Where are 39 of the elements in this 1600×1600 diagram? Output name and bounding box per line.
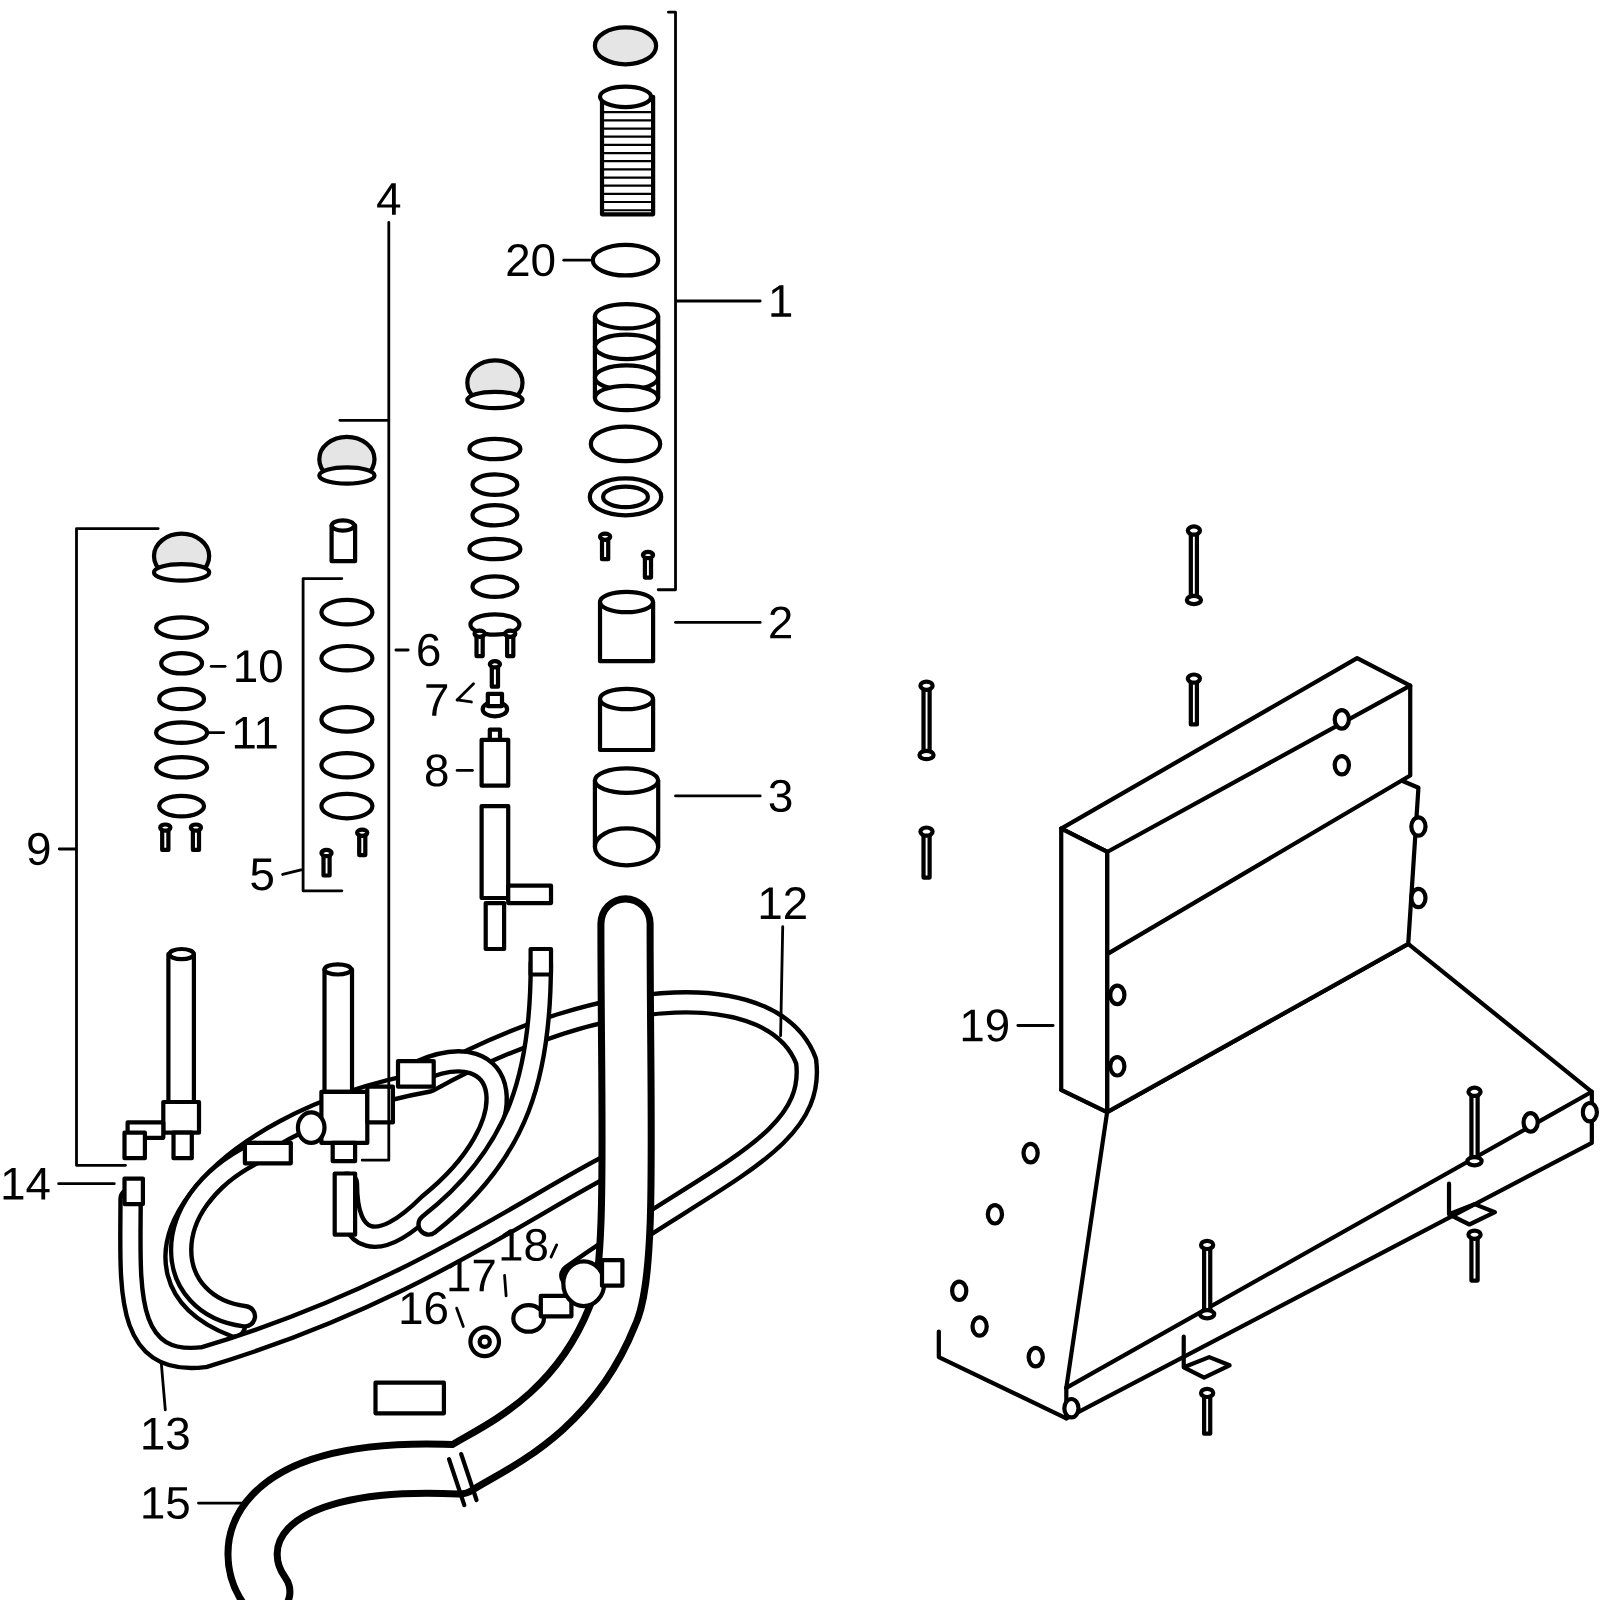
callout-number: 8	[426, 754, 448, 787]
leader-line	[394, 648, 410, 652]
callout-number: 9	[28, 832, 50, 866]
callout-number: 15	[143, 1487, 189, 1520]
callout-number: 20	[507, 244, 555, 277]
leader-line	[159, 1360, 167, 1412]
leader-line	[281, 577, 344, 893]
callout-number: 5	[251, 858, 273, 891]
leader-line	[549, 1243, 559, 1259]
leader-line	[455, 682, 475, 702]
leader-line	[207, 731, 226, 735]
callout-number: 7	[426, 684, 448, 716]
leader-line	[338, 221, 391, 1162]
callout-number: 4	[377, 183, 401, 215]
callout-number: 10	[236, 650, 282, 683]
leader-line	[455, 768, 474, 772]
leader-line	[503, 1274, 508, 1298]
callout-number: 14	[3, 1168, 50, 1200]
leader-line	[674, 794, 762, 798]
leader-line	[57, 1182, 116, 1186]
leader-line	[1016, 1024, 1055, 1027]
callout-number: 16	[401, 1292, 447, 1325]
callout-number: 1	[771, 285, 792, 317]
callout-number: 2	[770, 606, 791, 639]
leader-line	[197, 1501, 245, 1505]
leader-line	[562, 258, 592, 262]
leader-line	[674, 620, 762, 624]
callout-number: 13	[143, 1417, 189, 1450]
callout-number: 3	[769, 779, 792, 813]
leader-line	[779, 925, 785, 1038]
leader-line	[57, 527, 160, 1167]
callout-number: 6	[418, 633, 440, 667]
leader-line	[209, 664, 227, 668]
callout-number: 12	[760, 887, 806, 920]
callout-number: 11	[234, 717, 277, 749]
leader-line	[455, 698, 473, 704]
leader-line	[455, 1306, 465, 1328]
callout-number: 19	[962, 1009, 1008, 1042]
leader-line	[656, 10, 762, 592]
